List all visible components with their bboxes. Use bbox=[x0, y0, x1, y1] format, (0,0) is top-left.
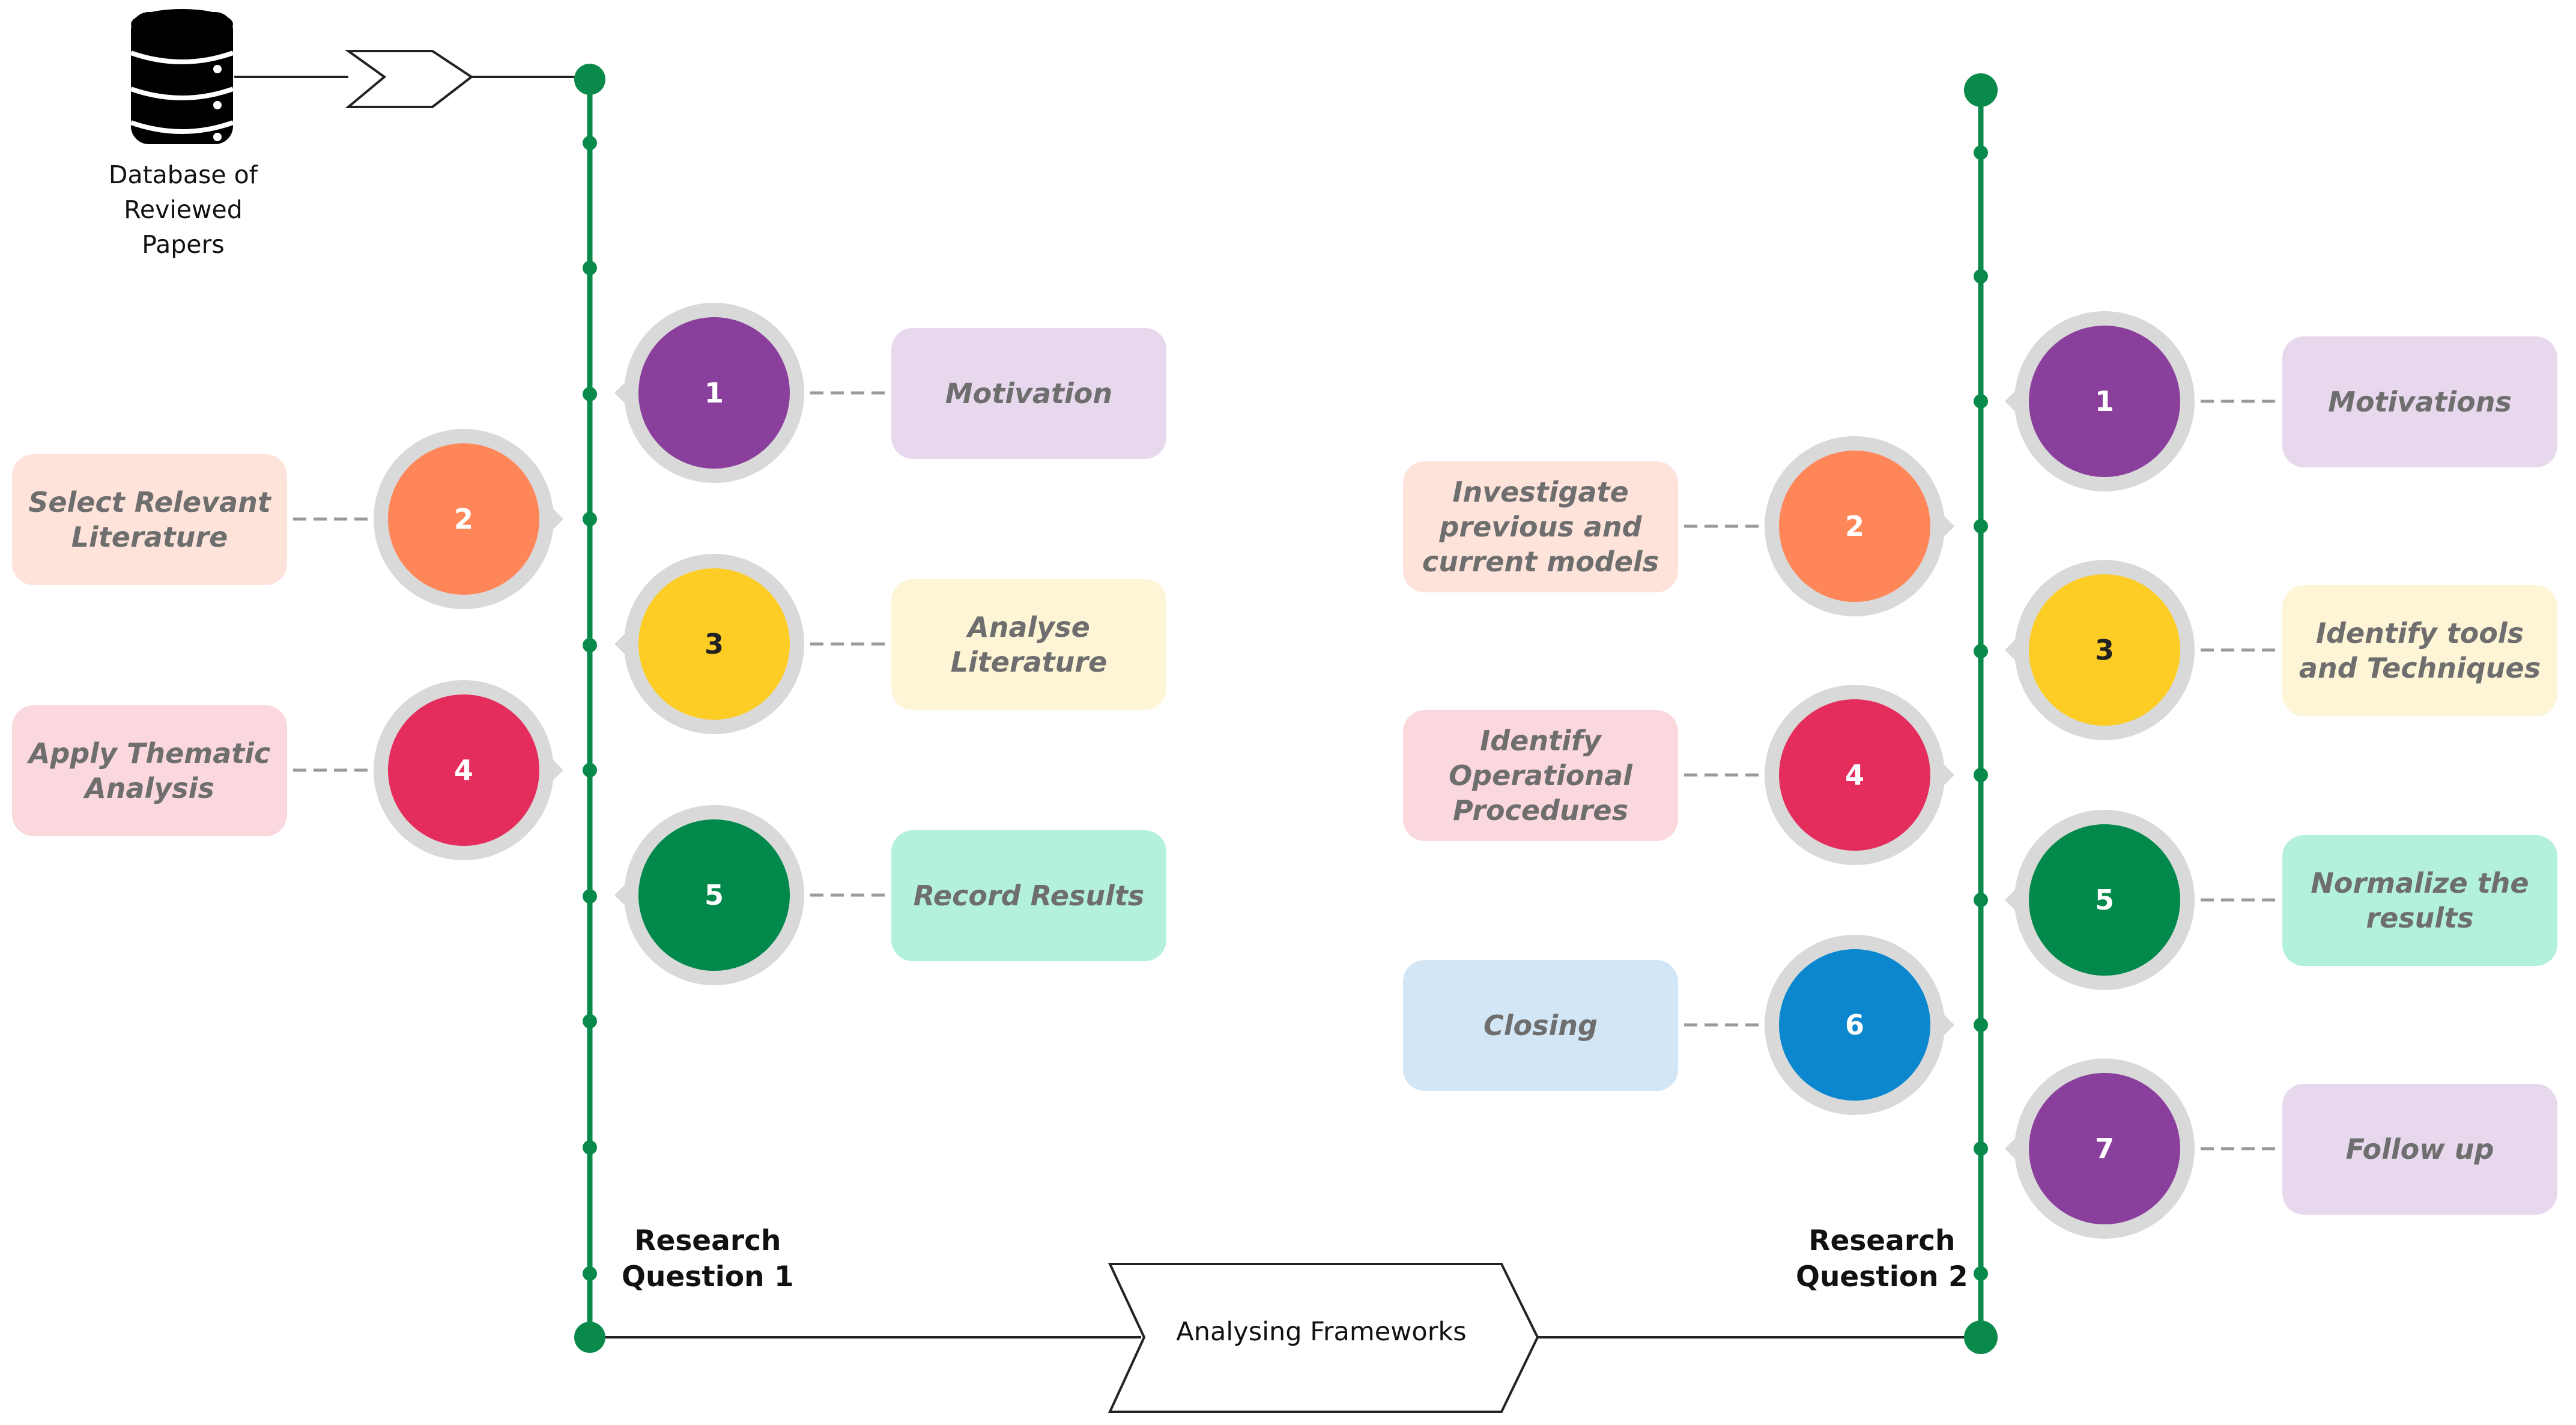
rq2-step-1-box: Motivations bbox=[2282, 336, 2557, 467]
rq1-step-4-box: Apply Thematic Analysis bbox=[12, 705, 287, 836]
rq1-step-3-box: Analyse Literature bbox=[891, 579, 1166, 710]
frameworks-arrow bbox=[1108, 1263, 1539, 1413]
rq2-step-3-box: Identify tools and Techniques bbox=[2282, 585, 2557, 716]
rq2-step-4-circle: 4 bbox=[1779, 699, 1930, 851]
chevron-arrow-icon bbox=[344, 50, 474, 108]
rq1-step-1-circle: 1 bbox=[638, 317, 790, 469]
rq1-step-5-box: Record Results bbox=[891, 830, 1166, 961]
rq2-step-5-box: Normalize the results bbox=[2282, 835, 2557, 966]
rq2-step-4-pointer bbox=[1939, 759, 1954, 791]
timeline-rq2 bbox=[1964, 73, 1998, 1354]
rq2-step-5-pointer bbox=[2005, 884, 2020, 916]
rq2-step-2-box: Investigate previous and current models bbox=[1403, 461, 1678, 592]
rq1-title: Research Question 1 bbox=[622, 1224, 794, 1293]
rq2-step-6-box: Closing bbox=[1403, 960, 1678, 1091]
rq2-step-1-pointer bbox=[2005, 386, 2020, 417]
rq1-step-2-pointer bbox=[548, 503, 563, 535]
rq1-step-4-circle: 4 bbox=[388, 694, 539, 846]
rq1-step-5-pointer bbox=[614, 880, 630, 911]
rq2-step-2-circle: 2 bbox=[1779, 451, 1930, 602]
rq2-step-7-circle: 7 bbox=[2029, 1073, 2180, 1224]
rq2-step-5-circle: 5 bbox=[2029, 824, 2180, 976]
rq1-step-3-circle: 3 bbox=[638, 568, 790, 720]
rq2-step-7-pointer bbox=[2005, 1133, 2020, 1164]
rq2-step-3-pointer bbox=[2005, 634, 2020, 666]
rq2-step-2-pointer bbox=[1939, 511, 1954, 542]
rq1-step-1-box: Motivation bbox=[891, 328, 1166, 459]
rq2-step-6-pointer bbox=[1939, 1009, 1954, 1041]
rq2-step-1-circle: 1 bbox=[2029, 326, 2180, 477]
rq1-step-4-pointer bbox=[548, 755, 563, 786]
rq1-step-2-circle: 2 bbox=[388, 443, 539, 595]
rq2-step-3-circle: 3 bbox=[2029, 574, 2180, 726]
database-label: Database of Reviewed Papers bbox=[108, 160, 258, 259]
rq1-step-3-pointer bbox=[614, 628, 630, 660]
rq2-title: Research Question 2 bbox=[1796, 1224, 1968, 1293]
rq2-step-7-box: Follow up bbox=[2282, 1084, 2557, 1215]
rq1-step-2-box: Select Relevant Literature bbox=[12, 454, 287, 585]
rq1-step-5-circle: 5 bbox=[638, 819, 790, 971]
frameworks-arrow-label: Analysing Frameworks bbox=[1176, 1317, 1467, 1347]
rq1-step-1-pointer bbox=[614, 377, 630, 409]
rq2-step-6-circle: 6 bbox=[1779, 949, 1930, 1101]
database-icon bbox=[130, 9, 234, 144]
timeline-rq1 bbox=[574, 64, 605, 1353]
rq2-step-4-box: Identify Operational Procedures bbox=[1403, 710, 1678, 841]
